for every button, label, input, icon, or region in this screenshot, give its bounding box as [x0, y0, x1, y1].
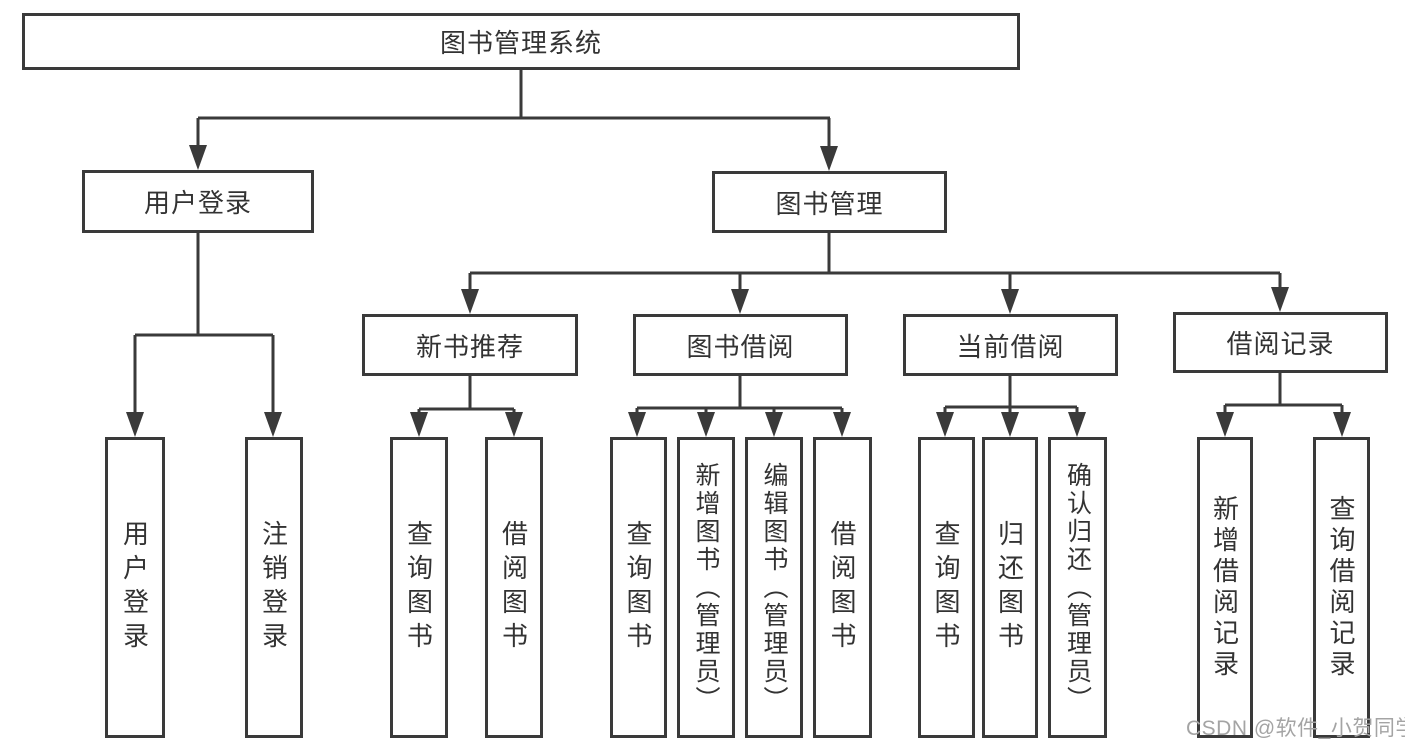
leaf-edit-book-admin: 编辑图书（管理员） [745, 437, 803, 738]
leaf-return-book: 归还图书 [982, 437, 1038, 738]
csdn-watermark: CSDN @软件_小贺同学 [1186, 717, 1405, 740]
node-root: 图书管理系统 [22, 13, 1020, 70]
leaf-confirm-return-admin: 确认归还（管理员） [1048, 437, 1107, 738]
leaf-query-borrow-record: 查询借阅记录 [1313, 437, 1370, 738]
leaf-logout: 注销登录 [245, 437, 303, 738]
leaf-borrow-books-2: 借阅图书 [813, 437, 872, 738]
node-user-login: 用户登录 [82, 170, 314, 233]
node-book-management: 图书管理 [712, 171, 947, 233]
node-new-book-recommend: 新书推荐 [362, 314, 578, 376]
leaf-add-book-admin: 新增图书（管理员） [677, 437, 735, 738]
node-borrow-records: 借阅记录 [1173, 312, 1388, 373]
leaf-borrow-books-1: 借阅图书 [485, 437, 543, 738]
node-current-borrow: 当前借阅 [903, 314, 1118, 376]
leaf-query-books-1: 查询图书 [390, 437, 448, 738]
leaf-user-login: 用户登录 [105, 437, 165, 738]
node-book-borrow: 图书借阅 [633, 314, 848, 376]
leaf-add-borrow-record: 新增借阅记录 [1197, 437, 1253, 738]
leaf-query-books-2: 查询图书 [610, 437, 667, 738]
leaf-query-books-3: 查询图书 [918, 437, 975, 738]
